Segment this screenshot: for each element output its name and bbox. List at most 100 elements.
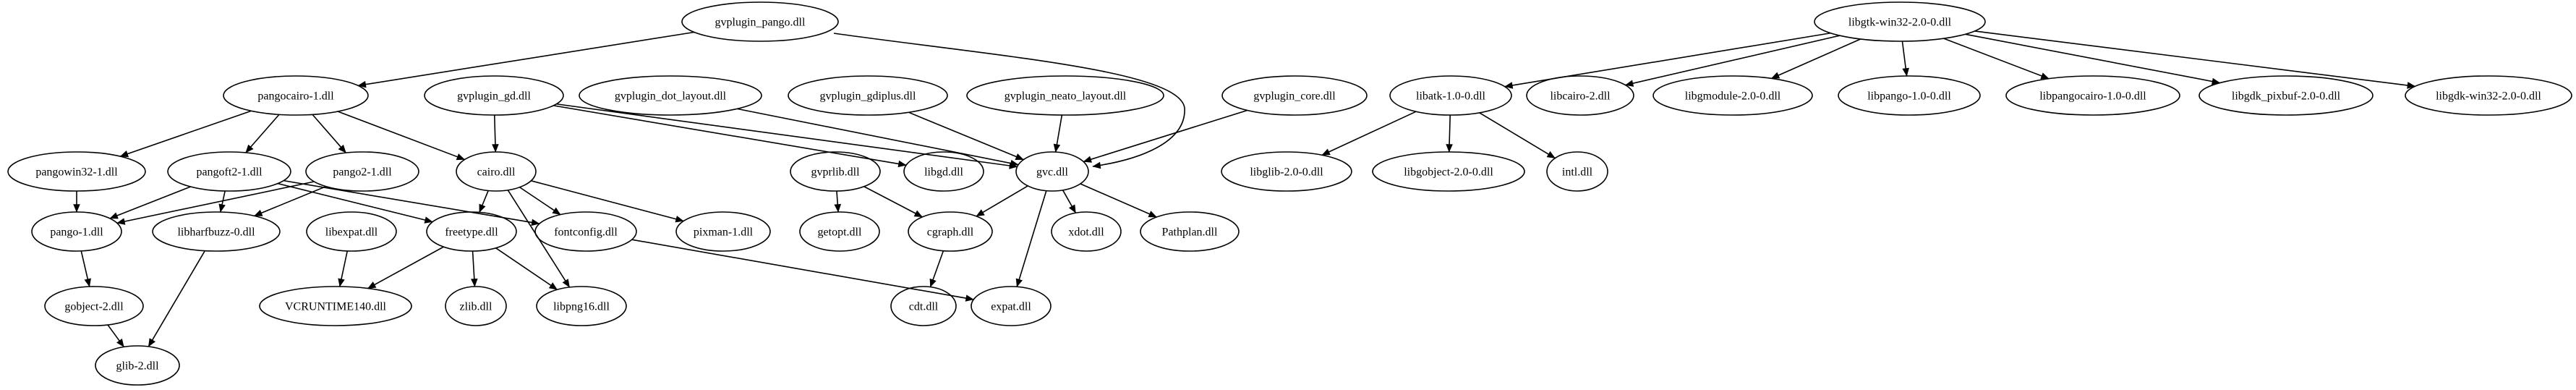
node-label-libgdk_pixbuf: libgdk_pixbuf-2.0-0.dll <box>2232 90 2341 103</box>
node-ellipse-cairo <box>456 151 537 192</box>
edge-libgtk-libpangocairo <box>1943 38 2050 80</box>
graph-node-gobject2: gobject-2.dll <box>44 286 144 326</box>
edge-pango2-pango1 <box>116 181 315 225</box>
node-label-libgmodule: libgmodule-2.0-0.dll <box>1685 90 1781 103</box>
graph-node-cgraph: cgraph.dll <box>908 211 993 252</box>
graph-node-xdot: xdot.dll <box>1051 211 1122 252</box>
node-label-cgraph: cgraph.dll <box>927 226 974 239</box>
graph-node-getopt: getopt.dll <box>799 211 880 252</box>
node-ellipse-gvplugin_neato_layout <box>966 75 1164 116</box>
node-ellipse-zlib <box>445 286 507 326</box>
node-ellipse-fontconfig <box>534 211 637 252</box>
node-label-gvplugin_dot_layout: gvplugin_dot_layout.dll <box>615 90 727 103</box>
node-label-gvplugin_neato_layout: gvplugin_neato_layout.dll <box>1005 90 1127 103</box>
graph-node-libgd: libgd.dll <box>903 151 984 192</box>
graph-node-libgdk_win32: libgdk-win32-2.0-0.dll <box>2405 75 2572 116</box>
edge-gvplugin_gd-libgd <box>553 105 907 168</box>
edge-libexpat-vcruntime <box>338 250 349 287</box>
edge-cairo-freetype <box>479 190 489 213</box>
node-label-pixman: pixman-1.dll <box>694 226 754 239</box>
edge-gvc-expat <box>1015 190 1047 287</box>
node-label-gvplugin_pango: gvplugin_pango.dll <box>715 17 806 29</box>
node-ellipse-pango1 <box>31 211 122 252</box>
graph-node-intl: intl.dll <box>1546 151 1608 192</box>
edge-libgtk-libgdk_pixbuf <box>1965 33 2221 85</box>
graph-node-gvc: gvc.dll <box>1015 151 1089 192</box>
edge-gvc-xdot <box>1062 190 1077 213</box>
graph-node-zlib: zlib.dll <box>445 286 507 326</box>
node-ellipse-gobject2 <box>44 286 144 326</box>
node-ellipse-libatk <box>1389 75 1512 116</box>
node-ellipse-cgraph <box>908 211 993 252</box>
graph-node-gvplugin_neato_layout: gvplugin_neato_layout.dll <box>966 75 1164 116</box>
edge-gvplugin_dot_layout-gvc <box>737 108 1019 167</box>
graph-node-gvplugin_pango: gvplugin_pango.dll <box>681 1 839 42</box>
graph-node-pangoft2: pangoft2-1.dll <box>167 151 291 192</box>
edges-layer <box>73 30 2416 347</box>
node-label-vcruntime: VCRUNTIME140.dll <box>285 301 387 313</box>
node-label-gvprlib: gvprlib.dll <box>811 166 860 179</box>
edge-libatk-intl <box>1479 112 1556 159</box>
node-ellipse-gvplugin_gd <box>424 75 564 116</box>
edge-cairo-fontconfig <box>519 187 561 216</box>
graph-node-vcruntime: VCRUNTIME140.dll <box>259 286 412 326</box>
graph-node-freetype: freetype.dll <box>426 211 517 252</box>
edge-freetype-vcruntime <box>367 246 444 289</box>
node-label-gobject2: gobject-2.dll <box>64 301 124 313</box>
edge-gvplugin_pango-pangocairo <box>357 31 694 88</box>
node-label-getopt: getopt.dll <box>818 226 862 239</box>
graph-node-pangowin32: pangowin32-1.dll <box>7 151 146 192</box>
edge-gvplugin_neato_layout-gvc <box>1053 114 1063 153</box>
node-ellipse-xdot <box>1051 211 1122 252</box>
edge-libgtk-libgdk_win32 <box>1974 30 2416 89</box>
graph-node-pathplan: Pathplan.dll <box>1140 211 1240 252</box>
node-label-libpangocairo: libpangocairo-1.0-0.dll <box>2039 90 2146 103</box>
graph-node-gvplugin_gd: gvplugin_gd.dll <box>424 75 564 116</box>
edge-pangoft2-pango1 <box>109 186 191 219</box>
node-ellipse-libcairo2 <box>1526 75 1634 116</box>
node-ellipse-getopt <box>799 211 880 252</box>
graph-node-pixman: pixman-1.dll <box>675 211 771 252</box>
graph-node-gvplugin_gdiplus: gvplugin_gdiplus.dll <box>788 75 948 116</box>
node-label-pangocairo: pangocairo-1.dll <box>257 90 334 103</box>
edge-libharfbuzz-glib2 <box>148 250 206 347</box>
edge-pangoft2-fontconfig <box>283 179 540 226</box>
edge-gvplugin_gdiplus-gvc <box>908 111 1024 161</box>
graph-node-libexpat: libexpat.dll <box>306 211 397 252</box>
node-label-libexpat: libexpat.dll <box>325 226 378 239</box>
graph-node-libharfbuzz: libharfbuzz-0.dll <box>152 211 281 252</box>
node-ellipse-pangowin32 <box>7 151 146 192</box>
node-label-glib2: glib-2.dll <box>116 360 159 373</box>
edge-pangocairo-pango2 <box>312 114 346 153</box>
node-ellipse-pangocairo <box>223 75 369 116</box>
node-ellipse-libgobject <box>1372 151 1525 192</box>
node-label-pango1: pango-1.dll <box>50 226 103 239</box>
graph-node-fontconfig: fontconfig.dll <box>534 211 637 252</box>
edge-pangocairo-cairo <box>337 111 466 161</box>
node-ellipse-libgd <box>903 151 984 192</box>
edge-freetype-libpng16 <box>495 247 558 290</box>
node-label-pangowin32: pangowin32-1.dll <box>35 166 118 179</box>
node-label-pango2: pango2-1.dll <box>333 166 392 179</box>
edge-gvplugin_gd-gvc <box>556 103 1018 169</box>
edge-freetype-zlib <box>471 250 478 287</box>
edge-gvprlib-getopt <box>834 190 842 213</box>
node-ellipse-pango2 <box>305 151 419 192</box>
edge-gvc-cgraph <box>976 185 1028 217</box>
edge-libatk-libgobject <box>1446 114 1453 153</box>
edge-libgtk-libcairo2 <box>1624 35 1841 87</box>
graph-node-pango1: pango-1.dll <box>31 211 122 252</box>
edge-cgraph-cdt <box>929 250 944 288</box>
edge-pangoft2-freetype <box>277 182 433 224</box>
node-ellipse-libgdk_pixbuf <box>2198 75 2374 116</box>
node-label-gvplugin_gdiplus: gvplugin_gdiplus.dll <box>820 90 916 103</box>
node-ellipse-expat <box>971 286 1052 326</box>
node-label-zlib: zlib.dll <box>460 301 492 313</box>
edge-gobject2-glib2 <box>107 324 124 347</box>
node-label-gvplugin_gd: gvplugin_gd.dll <box>457 90 531 103</box>
node-label-fontconfig: fontconfig.dll <box>554 226 618 239</box>
node-label-cdt: cdt.dll <box>909 301 939 313</box>
